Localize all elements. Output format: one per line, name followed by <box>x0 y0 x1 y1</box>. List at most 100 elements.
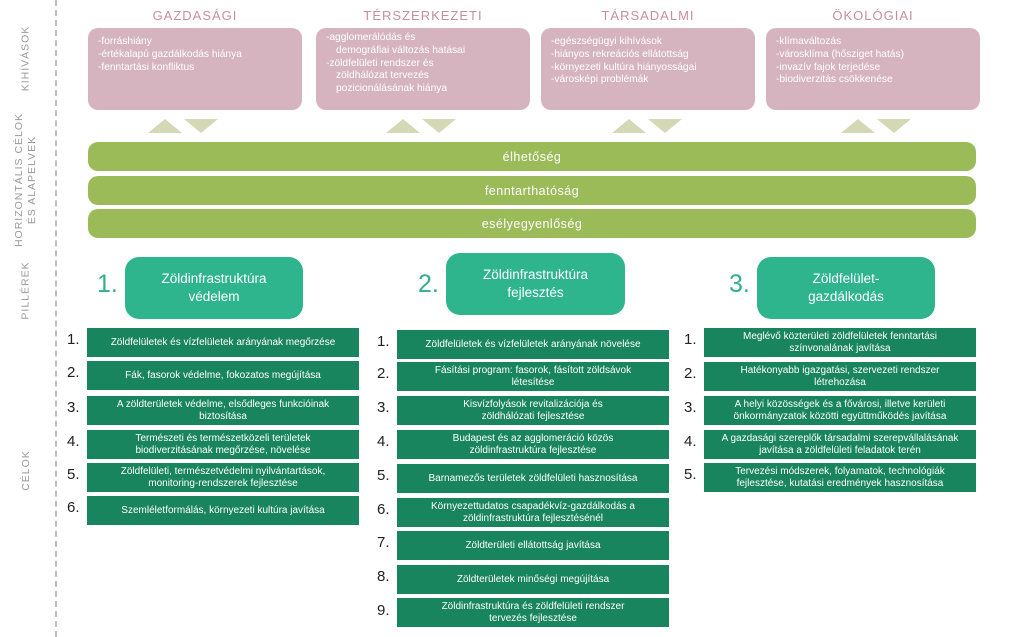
goal-text: Tervezési módszerek, folyamatok, technol… <box>735 466 945 490</box>
arrow-down-icon <box>184 119 218 133</box>
challenge-item: -biodiverzitás csökkenése <box>776 74 893 86</box>
goal-text: Zöldfelületek és vízfelületek arányának … <box>425 339 640 351</box>
goal-text-line: Természeti és természetközeli területek <box>135 432 311 444</box>
goal-text: Zöldterületi ellátottság javítása <box>465 540 600 552</box>
goal-text-line: zöldinfrastruktúra fejlesztésénél <box>462 512 604 524</box>
side-label-horizontalis-line2: ÉS ALAPELVEK <box>26 135 39 225</box>
goal-number: 9. <box>377 602 390 619</box>
goal-box: Zöldterületek minőségi megújítása <box>397 565 669 594</box>
goal-text: A gazdasági szereplők társadalmi szerepv… <box>722 433 959 457</box>
goal-box: Zöldfelületek és vízfelületek arányának … <box>397 330 669 359</box>
horizontal-goal-bar: esélyegyenlőség <box>88 209 976 238</box>
goal-text-line: zöldinfrastruktúra fejlesztése <box>469 444 597 456</box>
goal-number: 4. <box>684 433 697 450</box>
goal-text-line: monitoring-rendszerek fejlesztése <box>148 477 298 489</box>
challenge-box-tarsadalmi: -egészségügyi kihívások -hiányos rekreác… <box>541 28 755 110</box>
goal-text: Meglévő közterületi zöldfelületek fennta… <box>743 331 937 355</box>
challenge-box-okologiai: -klímaváltozás -városklíma (hősziget hat… <box>766 28 980 110</box>
goal-text: Barnamezős területek zöldfelületi haszno… <box>428 473 637 485</box>
goal-box: Zöldfelületek és vízfelületek arányának … <box>87 328 359 357</box>
goal-text-line: Hatékonyabb igazgatási, szervezeti rends… <box>740 364 940 376</box>
goal-text-line: fejlesztése, kutatási eredmények hasznos… <box>736 477 944 489</box>
side-label-pillerek: PILLÉREK <box>0 255 52 325</box>
arrow-up-icon <box>386 119 420 133</box>
goal-box: Zöldterületi ellátottság javítása <box>397 531 669 560</box>
goal-box: A zöldterületek védelme, elsődleges funk… <box>87 396 359 425</box>
goal-box: A helyi közösségek és a fővárosi, illetv… <box>704 396 976 425</box>
pillar-number: 1. <box>97 270 118 298</box>
pillar-box: Zöldinfrastruktúra védelem <box>125 257 303 319</box>
goal-text: Hatékonyabb igazgatási, szervezeti rends… <box>741 365 940 389</box>
horizontal-goal-bar: élhetőség <box>88 142 976 171</box>
challenge-title: TÁRSADALMI <box>601 8 695 23</box>
side-label-horizontalis-text: HORIZONTÁLIS CÉLOK ÉS ALAPELVEK <box>13 113 39 247</box>
goal-text: A helyi közösségek és a fővárosi, illetv… <box>734 399 947 423</box>
arrow-down-icon <box>648 119 682 133</box>
goal-number: 2. <box>377 365 390 382</box>
pillar-title-line: Zöldinfrastruktúra <box>482 267 589 282</box>
goal-text-line: Zöldfelületek és vízfelületek arányának … <box>110 336 336 348</box>
goal-box: Fásítási program: fasorok, fásított zöld… <box>397 362 669 391</box>
goal-box: Meglévő közterületi zöldfelületek fennta… <box>704 328 976 357</box>
pillar-title-line: Zöldfelület- <box>812 271 880 286</box>
goal-text-line: biztosítása <box>199 410 247 422</box>
goal-number: 4. <box>67 433 80 450</box>
goal-text-line: önkormányzatok közötti együttműködés jav… <box>733 410 947 422</box>
goal-text: Fásítási program: fasorok, fásított zöld… <box>435 365 631 389</box>
goal-box: Zöldinfrastruktúra és zöldfelületi rends… <box>397 598 669 627</box>
goal-box: Fák, fasorok védelme, fokozatos megújítá… <box>87 361 359 390</box>
pillar-title-line: védelem <box>188 289 240 304</box>
goal-text-line: Kisvízfolyások revitalizációja és <box>463 398 603 410</box>
challenge-title: TÉRSZERKEZETI <box>363 8 483 23</box>
goal-text-line: Környezettudatos csapadékvíz-gazdálkodás… <box>430 500 635 512</box>
goal-text: Zöldfelületi, természetvédelmi nyilvánta… <box>121 466 326 490</box>
goal-number: 1. <box>684 331 697 348</box>
challenge-item: -forráshiány <box>98 36 152 47</box>
goal-text: Zöldinfrastruktúra és zöldfelületi rends… <box>442 601 625 625</box>
challenge-title: ÖKOLÓGIAI <box>832 8 914 23</box>
goal-text: Zöldfelületek és vízfelületek arányának … <box>111 337 336 349</box>
goal-text-line: Barnamezős területek zöldfelületi haszno… <box>428 472 638 484</box>
goal-text: Zöldterületek minőségi megújítása <box>457 574 609 586</box>
goal-text-line: Zöldfelületi, természetvédelmi nyilvánta… <box>120 465 326 477</box>
goal-number: 1. <box>377 333 390 350</box>
challenge-item: -invazív fajok terjedése <box>776 61 881 73</box>
goal-text: Szemléletformálás, környezeti kultúra ja… <box>121 505 324 517</box>
goal-number: 2. <box>684 365 697 382</box>
goal-box: Zöldfelületi, természetvédelmi nyilvánta… <box>87 463 359 492</box>
goal-text-line: Szemléletformálás, környezeti kultúra ja… <box>121 504 325 516</box>
side-label-celok: CÉLOK <box>0 440 52 500</box>
goal-text-line: létesítése <box>511 376 555 388</box>
goal-text-line: A helyi közösségek és a fővárosi, illetv… <box>734 398 946 410</box>
goal-text-line: Tervezési módszerek, folyamatok, technol… <box>735 465 945 477</box>
goal-text-line: színvonalának javítása <box>789 342 891 354</box>
side-label-kihivasok: KIHÍVÁSOK <box>0 18 52 98</box>
goal-text-line: Meglévő közterületi zöldfelületek fennta… <box>743 330 937 342</box>
goal-text-line: Zöldterületi ellátottság javítása <box>465 539 601 551</box>
goal-box: A gazdasági szereplők társadalmi szerepv… <box>704 430 976 459</box>
goal-box: Tervezési módszerek, folyamatok, technol… <box>704 463 976 492</box>
goal-text-line: Fák, fasorok védelme, fokozatos megújítá… <box>125 369 321 381</box>
goal-text-line: biodiverzitásának megőrzése, növelése <box>135 444 311 456</box>
pillar-number: 3. <box>729 270 750 298</box>
challenge-item: -környezeti kultúra hiányosságai <box>551 61 697 73</box>
pillar-box: Zöldfelület- gazdálkodás <box>757 257 935 319</box>
challenge-box-terszerkezeti: -agglomerálódás és demográfiai változás … <box>316 28 530 110</box>
goal-text: A zöldterületek védelme, elsődleges funk… <box>117 399 329 423</box>
arrow-down-icon <box>877 119 911 133</box>
goal-number: 3. <box>377 399 390 416</box>
goal-number: 2. <box>67 364 80 381</box>
pillar-title-line: gazdálkodás <box>808 289 884 304</box>
arrow-up-icon <box>148 119 182 133</box>
goal-text-line: létrehozása <box>814 376 866 388</box>
arrow-up-icon <box>612 119 646 133</box>
challenge-item: -értékalapú gazdálkodás hiánya <box>98 48 242 60</box>
side-label-celok-text: CÉLOK <box>19 449 32 491</box>
goal-number: 3. <box>684 399 697 416</box>
